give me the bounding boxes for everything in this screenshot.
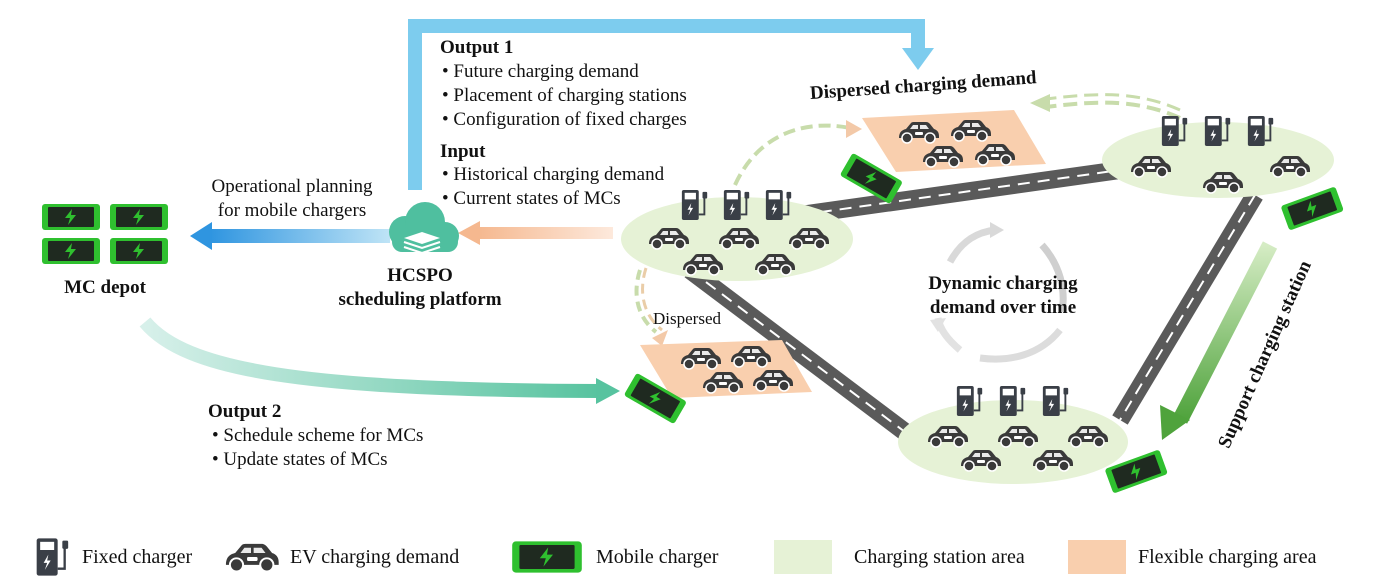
legend-label: Flexible charging area xyxy=(1138,545,1317,568)
output1-arrow xyxy=(408,19,934,190)
input-list: Historical charging demand Current state… xyxy=(442,163,664,211)
output1-item: Placement of charging stations xyxy=(442,84,686,108)
legend-label: Fixed charger xyxy=(82,545,193,568)
station-area-swatch xyxy=(774,540,832,574)
dynamic-demand-line1: Dynamic charging xyxy=(928,273,1078,294)
output2-item: Update states of MCs xyxy=(212,448,423,472)
legend-label: Mobile charger xyxy=(596,545,719,568)
output2-item: Schedule scheme for MCs xyxy=(212,424,423,448)
input-item: Historical charging demand xyxy=(442,163,664,187)
operational-planning-line2: for mobile chargers xyxy=(217,200,367,221)
input-item: Current states of MCs xyxy=(442,187,664,211)
road-network xyxy=(684,161,1263,440)
legend-label: EV charging demand xyxy=(290,545,460,568)
dispersed-flow-arrows xyxy=(634,93,1181,346)
platform-title: HCSPO xyxy=(387,265,453,286)
mc-depot-label: MC depot xyxy=(64,277,146,298)
output2-heading: Output 2 xyxy=(208,401,282,422)
platform-subtitle: scheduling platform xyxy=(338,289,502,310)
support-arrow xyxy=(1160,241,1278,440)
mobile-charger-icon xyxy=(508,539,586,575)
legend-ev-demand: EV charging demand xyxy=(222,536,459,578)
legend-station-area: Charging station area xyxy=(774,536,1025,578)
fixed-charger-icon xyxy=(34,536,72,578)
operational-planning-line1: Operational planning xyxy=(211,176,373,197)
dynamic-demand-line2: demand over time xyxy=(929,297,1077,318)
output1-item: Future charging demand xyxy=(442,60,687,84)
output1-heading: Output 1 xyxy=(440,37,514,58)
legend-mobile-charger: Mobile charger xyxy=(508,536,718,578)
output1-item: Configuration of fixed charges xyxy=(442,108,687,132)
output2-list: Schedule scheme for MCs Update states of… xyxy=(212,424,423,472)
planning-arrow xyxy=(190,222,390,250)
legend-label: Charging station area xyxy=(854,545,1025,568)
legend-flexible-area: Flexible charging area xyxy=(1068,536,1316,578)
legend-fixed-charger: Fixed charger xyxy=(34,536,192,578)
input-heading: Input xyxy=(440,141,486,162)
flexible-area-swatch xyxy=(1068,540,1126,574)
cloud-platform-icon xyxy=(389,202,459,255)
output2-arrow xyxy=(139,317,620,404)
ev-car-icon xyxy=(222,541,280,573)
station-area-right xyxy=(1102,122,1334,198)
input-arrow xyxy=(458,221,613,245)
dynamic-cycle-icon xyxy=(930,222,1067,363)
output1-list: Future charging demand Placement of char… xyxy=(442,60,687,132)
dispersed-label: Dispersed xyxy=(653,309,721,328)
